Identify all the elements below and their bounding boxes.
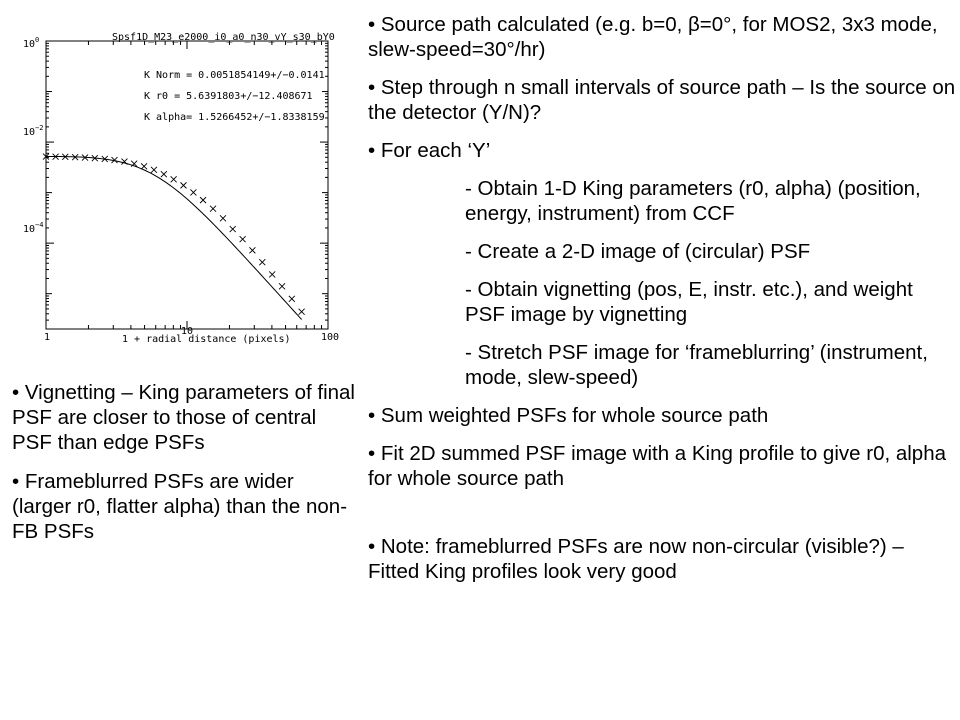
data-point bbox=[209, 205, 217, 213]
data-point bbox=[229, 225, 237, 233]
sub-bullet-king-params: - Obtain 1-D King parameters (r0, alpha)… bbox=[465, 177, 921, 225]
bullet-frameblurred-note: • Frameblurred PSFs are wider (larger r0… bbox=[12, 470, 348, 543]
data-point bbox=[249, 247, 256, 254]
data-point bbox=[140, 163, 148, 170]
x-tick-label: 10 bbox=[181, 326, 193, 337]
plot-canvas: Spsf1D_M23_e2000_i0_a0_n30_vY_s30_bY0 K … bbox=[23, 32, 339, 345]
bullet-note: • Note: frameblurred PSFs are now non-ci… bbox=[368, 535, 904, 583]
data-point bbox=[180, 182, 187, 189]
data-point bbox=[71, 153, 79, 161]
data-point bbox=[278, 282, 286, 290]
data-point bbox=[81, 154, 89, 161]
minor-ticks bbox=[45, 40, 329, 330]
data-point bbox=[42, 153, 50, 160]
bullet-source-path: • Source path calculated (e.g. b=0, β=0°… bbox=[368, 13, 938, 61]
y-tick-label: 10−4 bbox=[23, 221, 43, 235]
sub-bullet-vignetting: - Obtain vignetting (pos, E, instr. etc.… bbox=[465, 278, 913, 326]
data-point bbox=[91, 154, 99, 162]
data-point bbox=[121, 158, 128, 165]
data-points bbox=[42, 153, 305, 316]
data-point bbox=[239, 235, 246, 243]
data-point bbox=[52, 153, 59, 160]
plot-frame bbox=[45, 40, 329, 330]
plot-title: Spsf1D_M23_e2000_i0_a0_n30_vY_s30_bY0 bbox=[112, 32, 335, 43]
data-point bbox=[288, 295, 296, 303]
bullet-sum-psfs: • Sum weighted PSFs for whole source pat… bbox=[368, 404, 769, 427]
data-point bbox=[170, 176, 177, 183]
sub-bullet-create-image: - Create a 2-D image of (circular) PSF bbox=[465, 240, 811, 263]
sub-bullet-stretch: - Stretch PSF image for ‘frameblurring’ … bbox=[465, 341, 928, 389]
data-point bbox=[268, 271, 276, 278]
y-tick-label: 100 bbox=[23, 36, 39, 50]
bullet-fit-2d: • Fit 2D summed PSF image with a King pr… bbox=[368, 442, 947, 490]
right-bullet-list: • Source path calculated (e.g. b=0, β=0°… bbox=[368, 12, 958, 584]
king-profile-plot: Spsf1D_M23_e2000_i0_a0_n30_vY_s30_bY0 K … bbox=[20, 25, 365, 350]
x-tick-label: 100 bbox=[321, 332, 339, 343]
data-point bbox=[101, 155, 109, 163]
y-tick-label: 10−2 bbox=[23, 124, 43, 138]
data-point bbox=[219, 214, 227, 222]
param-norm: K Norm = 0.0051854149+/−0.0141 bbox=[144, 70, 325, 81]
left-bullet-list: • Vignetting – King parameters of final … bbox=[12, 380, 357, 544]
data-point bbox=[199, 196, 207, 204]
bullet-for-each: • For each ‘Y’ bbox=[368, 139, 491, 162]
data-point bbox=[150, 166, 158, 174]
bullet-vignetting-note: • Vignetting – King parameters of final … bbox=[12, 381, 355, 454]
param-alpha: K alpha= 1.5266452+/−1.8338159 bbox=[144, 112, 325, 123]
x-tick-label: 1 bbox=[44, 332, 50, 343]
data-point bbox=[190, 189, 197, 196]
data-point bbox=[258, 258, 266, 266]
data-point bbox=[111, 156, 118, 164]
param-r0: K r0 = 5.6391803+/−12.408671 bbox=[144, 91, 313, 102]
fit-line bbox=[45, 155, 302, 320]
bullet-step-through: • Step through n small intervals of sour… bbox=[368, 76, 956, 124]
data-point bbox=[61, 153, 69, 161]
data-point bbox=[160, 170, 168, 178]
data-point bbox=[298, 308, 305, 316]
data-point bbox=[130, 160, 138, 167]
king-fit-curve bbox=[45, 155, 302, 320]
x-axis-label: 1 + radial distance (pixels) bbox=[122, 334, 291, 345]
